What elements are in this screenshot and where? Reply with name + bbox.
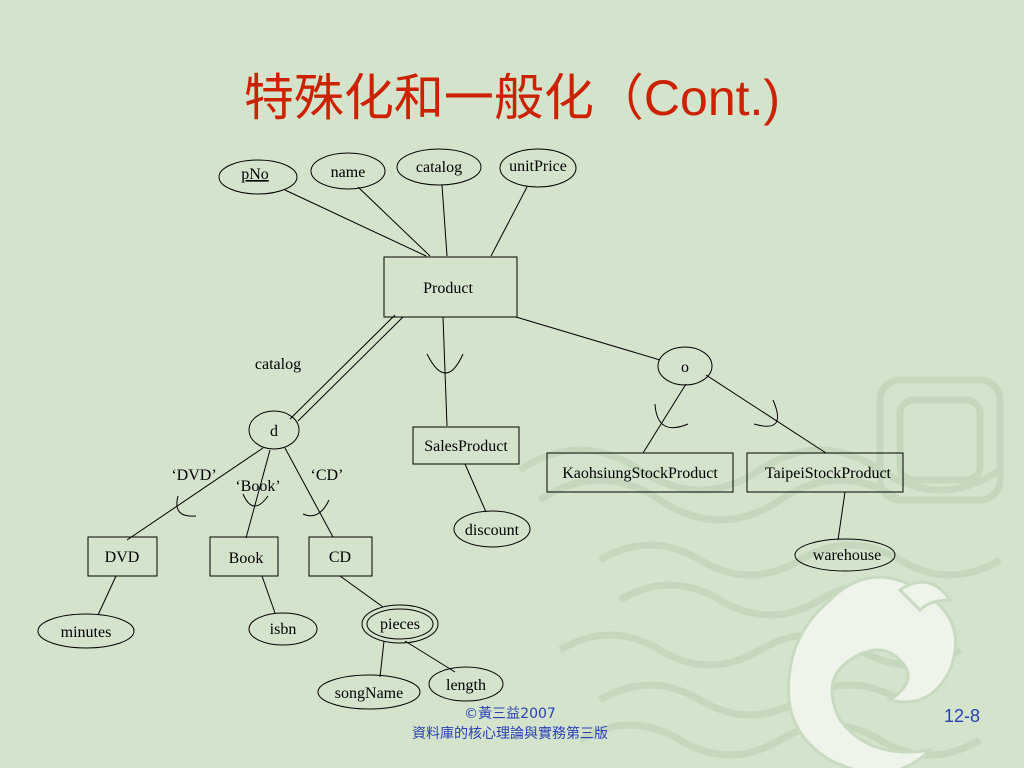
- entity-product-label: Product: [423, 280, 473, 297]
- attr-name-label: name: [331, 164, 366, 181]
- entity-taipei-label: TaipeiStockProduct: [765, 465, 892, 482]
- pieces-connector: [339, 575, 384, 608]
- entity-dvd: DVD: [87, 536, 158, 577]
- taipei-subset-arc: [753, 399, 778, 427]
- length-connector: [404, 640, 456, 673]
- attr-isbn-label: isbn: [270, 621, 297, 638]
- entity-kaohsiung-label: KaohsiungStockProduct: [562, 465, 718, 482]
- catalog-attr-connector: [441, 184, 448, 257]
- entity-taipeistockproduct: TaipeiStockProduct: [746, 452, 904, 493]
- entity-product: Product: [383, 256, 518, 318]
- attr-name: name: [310, 152, 386, 190]
- book-value-label: ‘Book’: [235, 478, 280, 495]
- cd-subset-arc: [302, 499, 330, 517]
- attr-unitprice-label: unitPrice: [509, 158, 567, 175]
- page-number: 12-8: [943, 706, 980, 726]
- footer-book-title: 資料庫的核心理論與實務第三版: [412, 726, 608, 742]
- book-connector: [245, 449, 271, 539]
- attr-warehouse-label: warehouse: [813, 547, 881, 564]
- songname-connector: [379, 640, 385, 678]
- taipei-connector: [705, 374, 827, 454]
- attr-length: length: [428, 666, 504, 702]
- disjoint-circle: d: [248, 410, 300, 450]
- jade-dragon-ornament: [786, 575, 958, 768]
- attr-catalog-label: catalog: [416, 159, 462, 176]
- dvd-connector: [126, 447, 264, 541]
- attr-discount: discount: [453, 510, 531, 548]
- attr-isbn: isbn: [248, 612, 318, 646]
- title-cjk: 特殊化和一般化（: [243, 69, 644, 127]
- attr-length-label: length: [446, 677, 486, 694]
- disjoint-symbol: d: [270, 423, 278, 440]
- discount-connector: [464, 463, 487, 513]
- kaohsiung-subset-arc: [654, 403, 689, 429]
- attr-catalog: catalog: [396, 148, 482, 186]
- total-participation-line-1: [289, 314, 396, 420]
- slide-title: 特殊化和一般化（Cont.): [0, 58, 1024, 138]
- footer-copyright: ©黃三益2007: [464, 706, 556, 722]
- entity-dvd-label: DVD: [105, 549, 140, 566]
- unitprice-connector: [490, 186, 528, 257]
- attr-warehouse: warehouse: [794, 538, 896, 572]
- footer-credit: ©黃三益2007 資料庫的核心理論與實務第三版: [340, 704, 680, 744]
- entity-cd-label: CD: [329, 549, 351, 566]
- attr-pieces: pieces: [361, 604, 439, 644]
- entity-salesproduct-label: SalesProduct: [424, 438, 508, 455]
- warehouse-connector: [837, 491, 846, 541]
- entity-kaohsiungstockproduct: KaohsiungStockProduct: [546, 452, 734, 493]
- attr-pieces-label: pieces: [380, 616, 420, 633]
- book-subset-arc: [242, 493, 269, 507]
- dvd-subset-arc: [176, 495, 197, 517]
- total-participation-line-2: [297, 316, 404, 422]
- salesproduct-subset-arc: [426, 353, 464, 374]
- entity-book-label: Book: [229, 550, 264, 567]
- discriminator-label: catalog: [255, 356, 301, 373]
- cd-value-label: ‘CD’: [311, 467, 344, 484]
- attr-minutes-label: minutes: [61, 624, 112, 641]
- title-latin: Cont.): [643, 70, 781, 126]
- cd-connector: [284, 447, 334, 538]
- pno-connector: [284, 189, 427, 257]
- attr-songname: songName: [317, 674, 421, 710]
- salesproduct-connector: [442, 316, 448, 427]
- attr-songname-label: songName: [335, 685, 403, 702]
- dvd-value-label: ‘DVD’: [171, 467, 216, 484]
- attr-unitprice: unitPrice: [499, 148, 577, 188]
- minutes-connector: [97, 575, 117, 616]
- kaohsiung-connector: [642, 383, 687, 454]
- isbn-connector: [261, 575, 276, 614]
- attr-minutes: minutes: [37, 613, 135, 649]
- name-connector: [357, 186, 431, 257]
- entity-cd: CD: [308, 536, 373, 577]
- entity-salesproduct: SalesProduct: [412, 426, 520, 465]
- attr-discount-label: discount: [465, 522, 520, 539]
- overlap-connector: [515, 316, 661, 361]
- multivalued-inner-ring: [366, 608, 434, 640]
- overlap-circle: o: [657, 346, 713, 386]
- entity-book: Book: [209, 536, 279, 577]
- attr-pno-label: pNo: [241, 166, 269, 183]
- attr-pno: pNo: [218, 159, 298, 195]
- overlap-symbol: o: [681, 359, 689, 376]
